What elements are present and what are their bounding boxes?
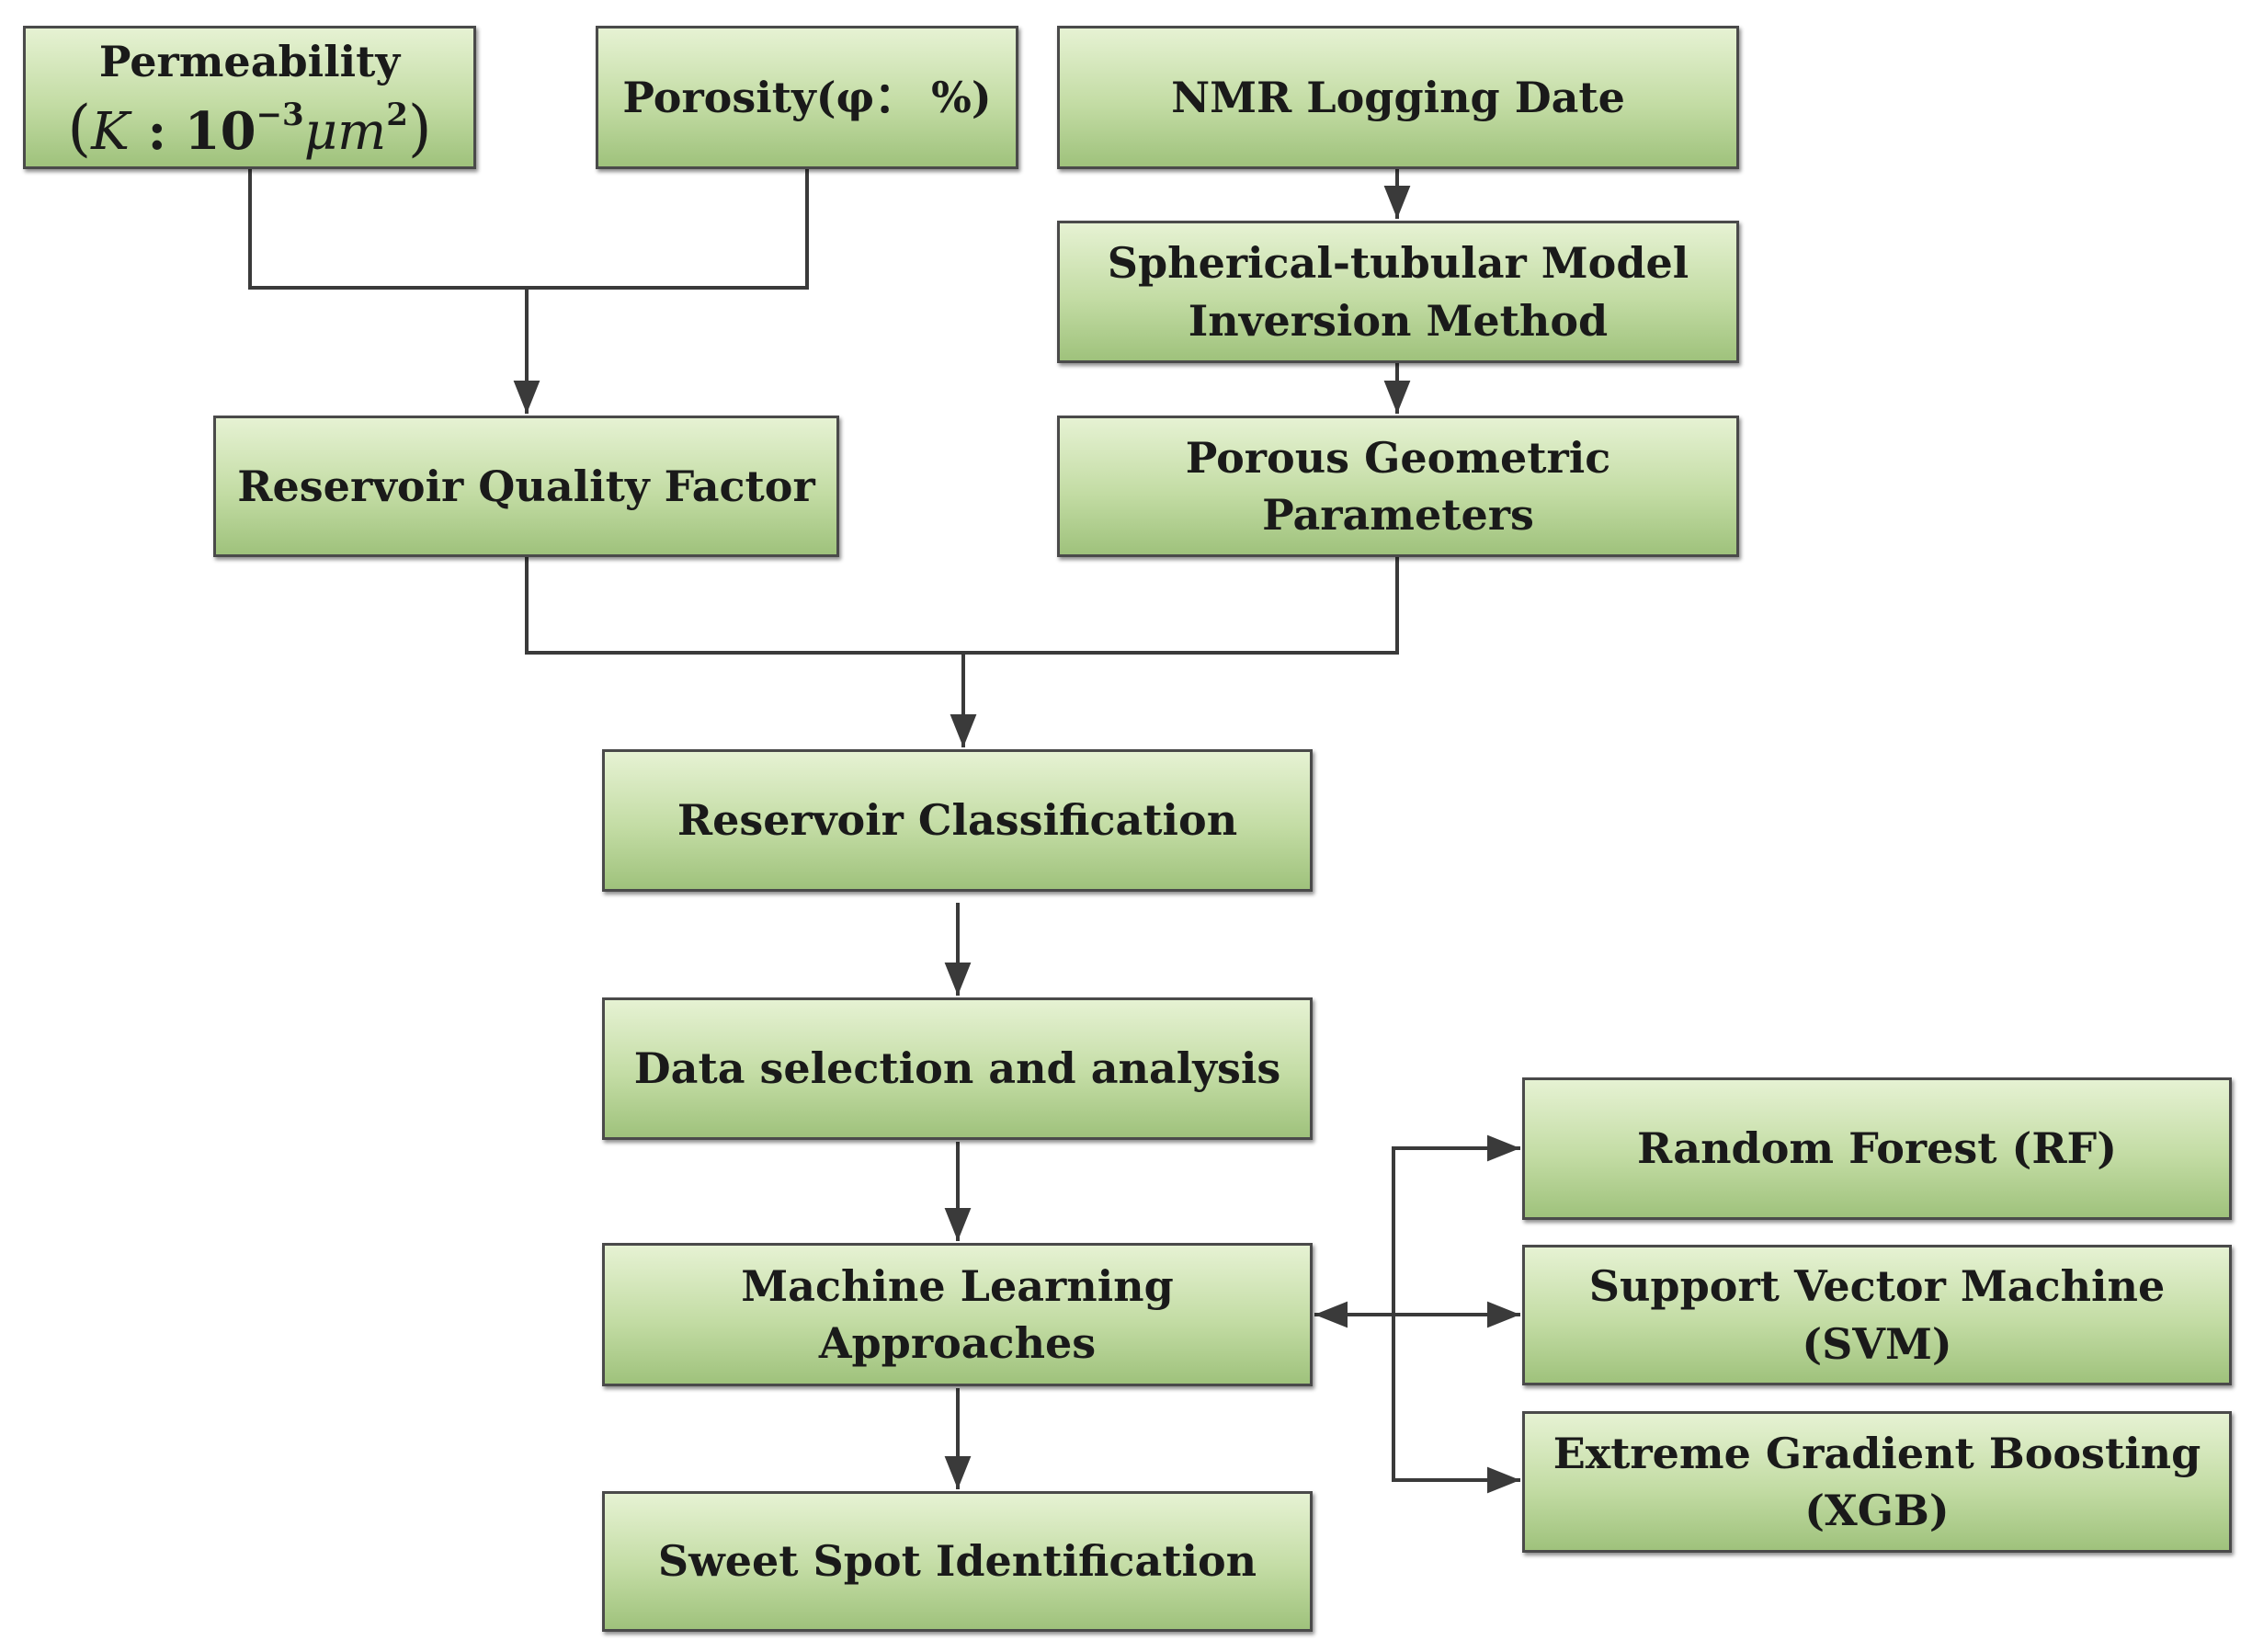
sweet-spot-label: Sweet Spot Identification (657, 1536, 1257, 1587)
reservoir-quality-factor-box: Reservoir Quality Factor (213, 416, 839, 557)
permeability-box: Permeability (K : 10−3μm2) (23, 26, 476, 169)
svm-label: Support Vector Machine (SVM) (1588, 1261, 2166, 1369)
connector-permeability (248, 169, 809, 290)
xgb-line1: Extreme Gradient Boosting (1553, 1428, 2201, 1478)
porosity-label: Porosity(φ： %) (622, 72, 992, 122)
reservoir-classification-label: Reservoir Classification (677, 795, 1238, 846)
data-selection-box: Data selection and analysis (602, 997, 1313, 1140)
connector-rqf-porous (525, 557, 1399, 655)
xgb-line2: (XGB) (1804, 1486, 1950, 1535)
random-forest-box: Random Forest (RF) (1522, 1077, 2232, 1220)
machine-learning-box: Machine Learning Approaches (602, 1243, 1313, 1386)
random-forest-label: Random Forest (RF) (1637, 1123, 2117, 1174)
nmr-logging-label: NMR Logging Date (1171, 72, 1625, 122)
porous-geometric-box: Porous Geometric Parameters (1057, 416, 1739, 557)
nmr-logging-box: NMR Logging Date (1057, 26, 1739, 169)
reservoir-quality-factor-label: Reservoir Quality Factor (237, 461, 815, 511)
spherical-tubular-line1: Spherical-tubular Model (1107, 238, 1689, 289)
machine-learning-label: Machine Learning Approaches (741, 1260, 1174, 1368)
spherical-tubular-box: Spherical-tubular Model Inversion Method (1057, 221, 1739, 363)
permeability-label: Permeability (98, 36, 401, 86)
porous-geometric-label: Porous Geometric Parameters (1185, 432, 1611, 540)
data-selection-label: Data selection and analysis (633, 1043, 1281, 1094)
permeability-unit-formula: (K : 10−3μm2) (67, 92, 432, 164)
svm-box: Support Vector Machine (SVM) (1522, 1245, 2232, 1385)
porosity-box: Porosity(φ： %) (596, 26, 1018, 169)
xgb-box: Extreme Gradient Boosting (XGB) (1522, 1411, 2232, 1553)
spherical-tubular-line2: Inversion Method (1188, 295, 1609, 346)
reservoir-classification-box: Reservoir Classification (602, 749, 1313, 892)
sweet-spot-box: Sweet Spot Identification (602, 1491, 1313, 1632)
